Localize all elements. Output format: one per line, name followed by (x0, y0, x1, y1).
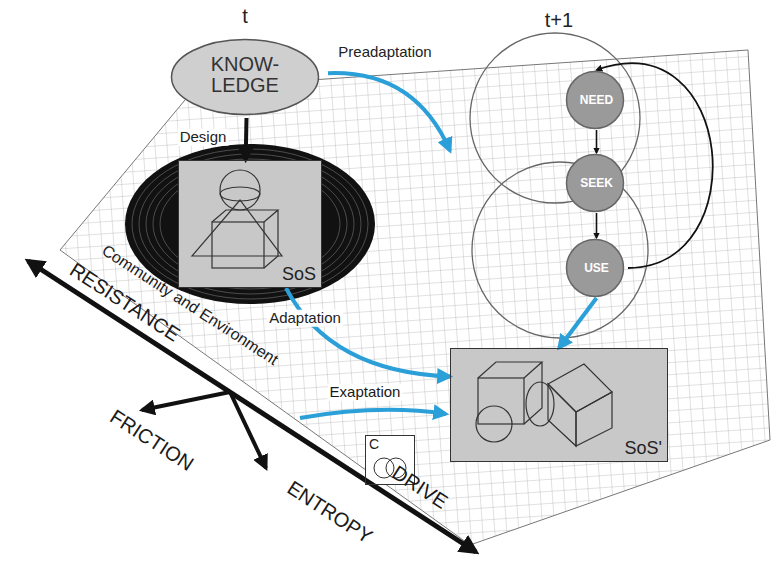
need-circle: NEED (565, 70, 628, 130)
connector-arrow (596, 130, 598, 153)
entropy-arrow (230, 392, 266, 468)
sos-box: SoS (178, 160, 322, 288)
node-text: SEEK (565, 177, 628, 190)
knowledge-ellipse: tKNOW- LEDGE (165, 6, 328, 118)
connector-arrow (244, 118, 249, 160)
node-text: USE (565, 262, 628, 275)
sos-prime-fill (450, 348, 668, 462)
node-text: SoS' (625, 439, 662, 458)
node-text: SoS (282, 265, 316, 284)
node-text: NEED (565, 94, 628, 107)
sos-shapes (192, 170, 282, 268)
node-text: t+1 (450, 10, 668, 31)
edge-label: Preadaptation (336, 44, 433, 61)
ellipse-shape (172, 40, 319, 115)
friction-label: FRICTION (106, 405, 197, 475)
sos-fill (178, 160, 322, 288)
exaptation-arrow (300, 410, 446, 418)
seek-circle: SEEK (565, 153, 628, 213)
community-surface (60, 50, 770, 545)
sos-prime-shapes (476, 362, 612, 446)
node-text: t (165, 6, 325, 27)
sos-prime-box: SoS' (450, 348, 668, 462)
use-circle: USE (565, 238, 628, 298)
resistance-drive-axis (28, 261, 476, 552)
connector-arrow (286, 288, 450, 377)
t-plus-one-group: t+1NEED SEEK USE (450, 8, 671, 340)
node-text: C (369, 437, 379, 452)
exaptation-label: Exaptation (328, 384, 403, 401)
node-text: KNOW- LEDGE (190, 54, 291, 96)
connector-arrow (596, 213, 598, 238)
friction-arrow (142, 392, 230, 410)
edge-label: Design (178, 129, 229, 146)
connector-arrow (328, 73, 450, 151)
edge-label: Adaptation (267, 310, 343, 327)
connector-arrow (559, 298, 597, 348)
entropy-label: ENTROPY (283, 476, 376, 547)
